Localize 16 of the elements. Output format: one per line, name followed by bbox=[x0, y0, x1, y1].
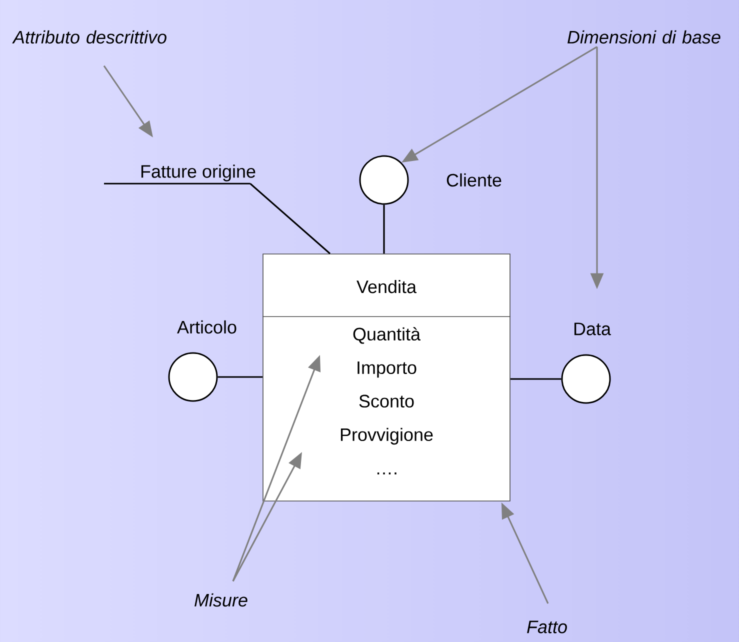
circle-label: Cliente bbox=[446, 173, 502, 187]
circle-label: Articolo bbox=[177, 320, 236, 334]
dimension-circle bbox=[359, 155, 409, 205]
connector-line bbox=[383, 204, 385, 254]
annotation-text: Misure bbox=[194, 593, 248, 607]
fact-box: Vendita Quantità Importo Sconto Provvigione …. bbox=[262, 254, 511, 502]
connector-line bbox=[510, 378, 562, 380]
dimension-circle bbox=[561, 354, 611, 404]
dimension-circle bbox=[168, 352, 218, 402]
annotation-text: Fatto bbox=[527, 620, 567, 634]
annotation-text: Attributo descrittivo bbox=[12, 30, 166, 44]
circle-label: Data bbox=[574, 322, 611, 336]
attribute-label: Fatture origine bbox=[104, 164, 256, 184]
connector-line bbox=[218, 376, 263, 378]
annotation-text: Dimensioni di base bbox=[568, 30, 720, 44]
connector-line bbox=[250, 182, 331, 254]
